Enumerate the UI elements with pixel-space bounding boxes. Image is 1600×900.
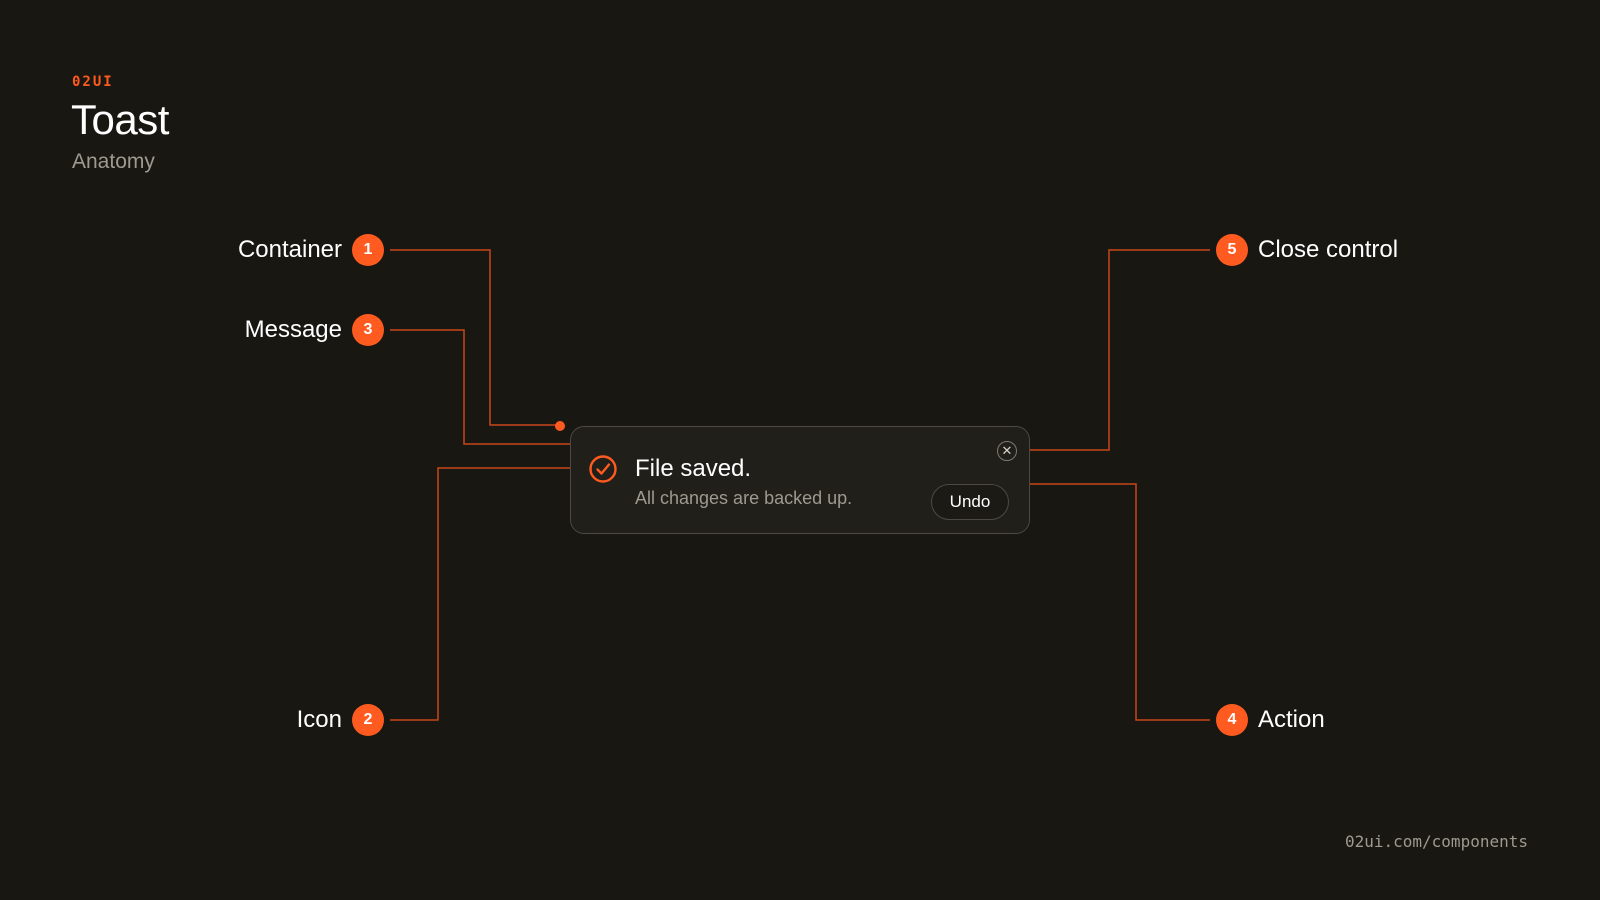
leader-line-action	[1030, 483, 1210, 721]
callout-label: Message	[244, 316, 342, 343]
callout-badge: 1	[352, 234, 384, 266]
brand-label: 02UI	[72, 74, 114, 90]
leader-line-container	[390, 249, 560, 426]
footer-url: 02ui.com/components	[1344, 832, 1528, 851]
callout-label: Close control	[1258, 236, 1399, 263]
callout-label: Icon	[296, 706, 342, 733]
leader-line-close	[1030, 249, 1210, 451]
callout-close-control: 5 Close control	[1216, 234, 1398, 266]
callout-label: Action	[1258, 706, 1325, 733]
callout-icon: Icon 2	[297, 704, 384, 736]
toast-message: All changes are backed up.	[635, 488, 853, 508]
callout-container: Container 1	[238, 234, 384, 266]
callout-badge: 2	[352, 704, 384, 736]
callout-badge: 5	[1216, 234, 1248, 266]
callout-badge: 4	[1216, 704, 1248, 736]
callout-message: Message 3	[245, 314, 384, 346]
check-circle-icon	[589, 455, 617, 483]
callout-label: Container	[237, 236, 342, 263]
leader-line-icon	[390, 467, 570, 721]
toast-title: File saved.	[635, 455, 752, 482]
callout-action: 4 Action	[1216, 704, 1325, 736]
toast-container: File saved. All changes are backed up. ✕…	[570, 426, 1030, 534]
callout-badge: 3	[352, 314, 384, 346]
close-icon[interactable]: ✕	[997, 441, 1017, 461]
undo-button[interactable]: Undo	[931, 484, 1009, 520]
page-title: Toast	[71, 96, 169, 143]
anchor-dot-container	[555, 421, 565, 431]
page-subtitle: Anatomy	[72, 150, 155, 173]
leader-line-message	[390, 329, 570, 445]
